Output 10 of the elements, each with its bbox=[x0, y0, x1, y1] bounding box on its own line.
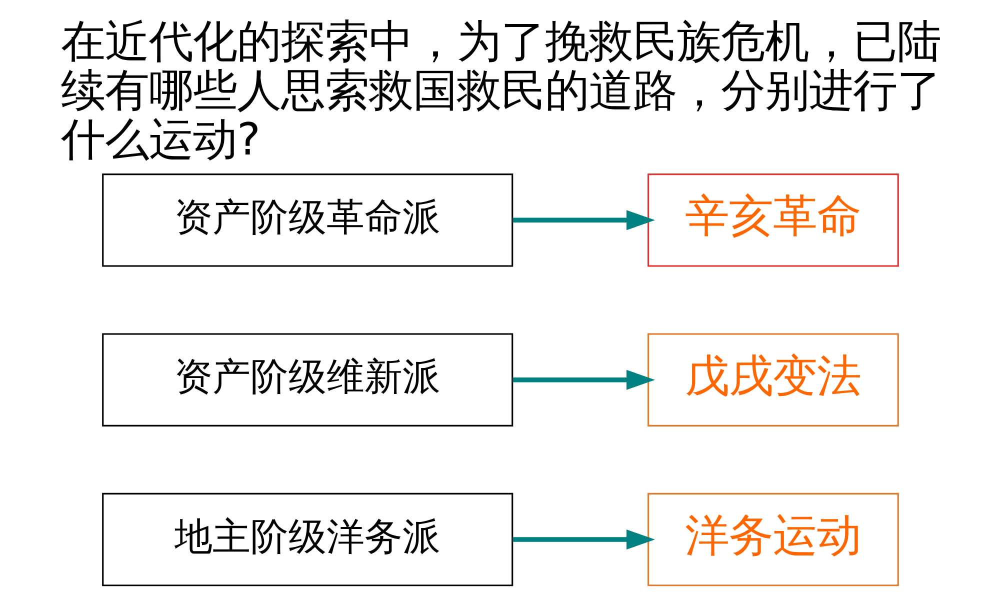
arrow bbox=[512, 370, 655, 390]
node-box: 资产阶级维新派 bbox=[102, 333, 513, 426]
arrow bbox=[512, 530, 655, 550]
node-box: 洋务运动 bbox=[647, 492, 898, 586]
node-box: 地主阶级洋务派 bbox=[102, 492, 513, 586]
node-box: 辛亥革命 bbox=[647, 174, 898, 267]
diagram-title: 在近代化的探索中，为了挽救民族危机，已陆续有哪些人思索救国救民的道路，分别进行了什么运动? bbox=[60, 16, 940, 166]
node-box: 资产阶级革命派 bbox=[102, 174, 513, 267]
arrow bbox=[512, 210, 655, 230]
node-box: 戊戌变法 bbox=[647, 333, 898, 426]
